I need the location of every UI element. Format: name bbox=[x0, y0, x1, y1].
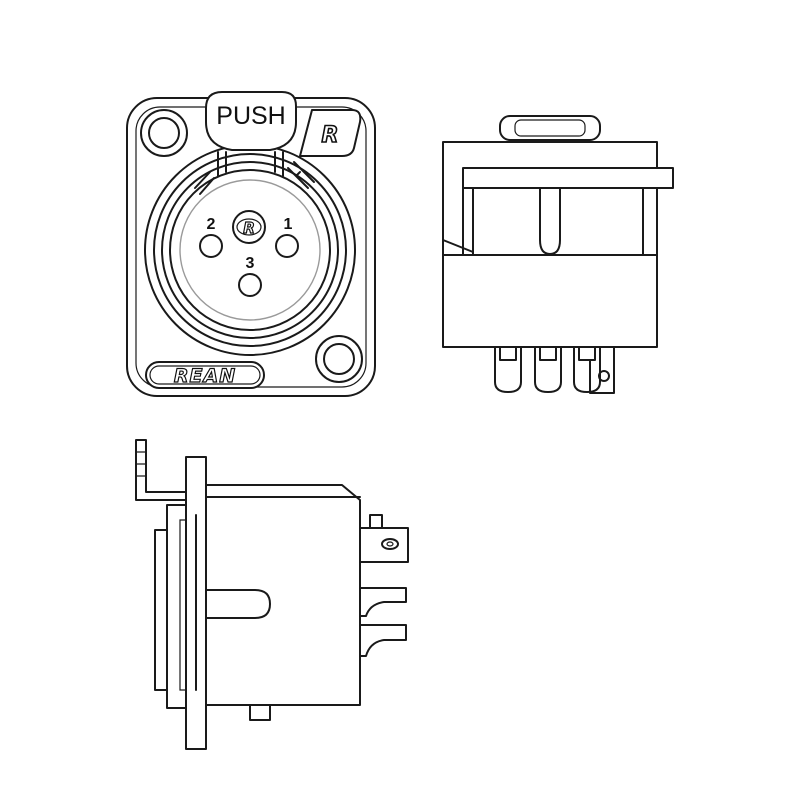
side-latch-spring bbox=[135, 439, 187, 501]
top-latch-slot bbox=[539, 187, 561, 255]
pin-3-contact bbox=[238, 273, 262, 297]
pin-2-label: 2 bbox=[207, 216, 216, 233]
side-solder-cup-1 bbox=[359, 587, 407, 617]
top-latch-cap bbox=[499, 115, 601, 141]
socket-ring-4 bbox=[169, 169, 331, 331]
side-housing bbox=[205, 484, 361, 706]
solder-cups-top bbox=[494, 346, 615, 394]
socket-ring-3 bbox=[161, 161, 339, 339]
top-flange-plate bbox=[462, 167, 674, 189]
socket-ring-2 bbox=[153, 153, 347, 347]
side-solder-cup-2 bbox=[359, 624, 407, 657]
logo-mark-small: R bbox=[243, 219, 255, 237]
mounting-hole-top-left bbox=[140, 109, 188, 157]
latch-arm-left bbox=[194, 171, 215, 195]
push-label: PUSH bbox=[216, 102, 285, 130]
front-view: PUSH R R 1 2 3 REAN bbox=[126, 91, 376, 397]
side-front-lip bbox=[154, 529, 168, 691]
pin-3-label: 3 bbox=[246, 255, 255, 272]
side-latch-slot bbox=[205, 589, 271, 619]
latch-spring bbox=[287, 161, 315, 189]
side-solder-tab bbox=[359, 527, 409, 563]
top-view bbox=[442, 115, 674, 394]
brand-plate bbox=[145, 361, 265, 389]
side-view bbox=[135, 439, 409, 750]
brand-name: REAN bbox=[174, 365, 236, 387]
pin-1-label: 1 bbox=[284, 216, 293, 233]
center-logo: R bbox=[232, 210, 266, 244]
mounting-hole-bottom-right bbox=[315, 335, 363, 383]
pin-1-contact bbox=[275, 234, 299, 258]
pin-2-contact bbox=[199, 234, 223, 258]
socket-insert-ring bbox=[179, 179, 321, 321]
latch-guide-left bbox=[217, 151, 284, 177]
logo-badge bbox=[299, 109, 362, 157]
push-latch-tab bbox=[205, 91, 297, 151]
socket-outer-ring bbox=[144, 144, 356, 356]
logo-mark-large: R bbox=[322, 123, 339, 148]
